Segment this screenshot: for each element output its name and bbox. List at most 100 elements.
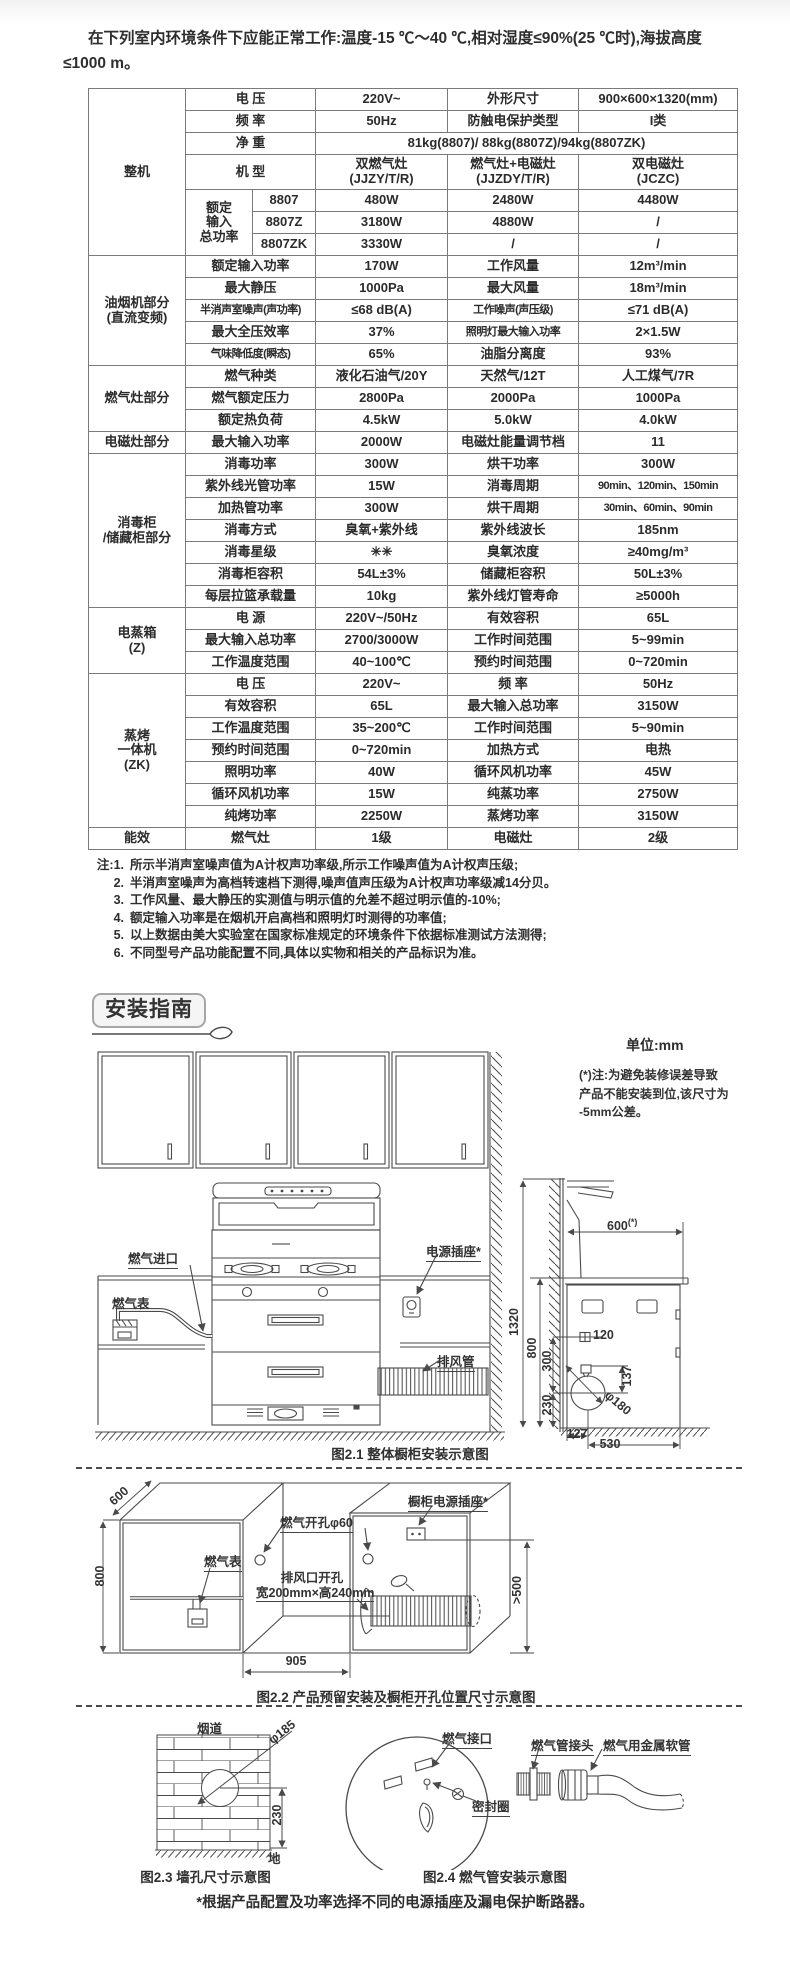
dim-905-label: 905 <box>285 1654 307 1668</box>
spec-cell: 燃气额定压力 <box>185 387 316 410</box>
dim-300-label: 300 <box>540 1350 554 1372</box>
spec-cell: ≥5000h <box>578 585 738 608</box>
spec-cell: 燃气灶 <box>185 827 316 850</box>
gas-meter-label: 燃气表 <box>112 1297 150 1311</box>
spec-cell: 双电磁灶 (JCZC) <box>578 154 738 190</box>
section-label: 燃气灶部分 <box>88 365 186 432</box>
spec-cell: 电热 <box>578 739 738 762</box>
section-label: 油烟机部分 (直流变频) <box>88 255 186 366</box>
spec-cell: 18m³/min <box>578 277 738 300</box>
unit-label: 单位:mm <box>626 1037 684 1053</box>
spec-cell: 65L <box>315 695 448 718</box>
spec-cell: 50L±3% <box>578 563 738 586</box>
spec-cell: 4.5kW <box>315 409 448 432</box>
section-divider <box>76 1705 742 1707</box>
dim-1320-label: 1320 <box>507 1308 521 1336</box>
spec-cell: 185nm <box>578 519 738 542</box>
spec-cell: 电 源 <box>185 607 316 630</box>
gas-inlet-label: 燃气进口 <box>128 1248 179 1269</box>
spec-cell: 储藏柜容积 <box>447 563 579 586</box>
note-item: 4.额定输入功率是在烟机开启高档和照明灯时测得的功率值; <box>90 910 740 928</box>
spec-cell: 5~90min <box>578 717 738 740</box>
spec-cell: 2000Pa <box>447 387 579 410</box>
spec-cell: 3150W <box>578 805 738 828</box>
spec-cell: 油脂分离度 <box>447 343 579 366</box>
spec-cell: 10kg <box>315 585 448 608</box>
section-label: 蒸烤 一体机 (ZK) <box>88 673 186 828</box>
cabinet-socket-label: 橱柜电源插座* <box>408 1491 488 1512</box>
spec-cell: 最大输入总功率 <box>185 629 316 652</box>
spec-cell: 900×600×1320(mm) <box>578 88 738 111</box>
spec-cell: 工作温度范围 <box>185 651 316 674</box>
spec-cell: 8807Z <box>252 211 316 234</box>
spec-cell: 臭氧+紫外线 <box>315 519 448 542</box>
spec-cell: 烘干周期 <box>447 497 579 520</box>
spec-cell: 1级 <box>315 827 448 850</box>
spec-cell: 3180W <box>315 211 448 234</box>
gas-port-label: 燃气接口 <box>442 1728 493 1749</box>
power-socket-label: 电源插座* <box>426 1241 481 1262</box>
spec-cell: 防触电保护类型 <box>447 110 579 133</box>
note-number: 3. <box>113 893 124 908</box>
spec-cell: 循环风机功率 <box>185 783 316 806</box>
spec-cell: 消毒柜容积 <box>185 563 316 586</box>
spec-cell: 2800Pa <box>315 387 448 410</box>
spec-cell: 最大输入功率 <box>185 431 316 454</box>
spec-cell: 照明功率 <box>185 761 316 784</box>
note-item: 2.半消声室噪声为高档转速档下测得,噪声值声压级为A计权声功率级减14分贝。 <box>90 875 740 893</box>
spec-cell: 2750W <box>578 783 738 806</box>
spec-cell: 220V~ <box>315 88 448 111</box>
spec-cell: 4480W <box>578 189 738 212</box>
spec-cell: 35~200℃ <box>315 717 448 740</box>
spec-cell: 220V~ <box>315 673 448 696</box>
section-label: 电蒸箱 (Z) <box>88 607 186 674</box>
section-label: 能效 <box>88 827 186 850</box>
spec-cell: 2250W <box>315 805 448 828</box>
spec-cell: 预约时间范围 <box>185 739 316 762</box>
spec-cell: 工作风量 <box>447 255 579 278</box>
spec-cell: 3330W <box>315 233 448 256</box>
spec-cell: 工作时间范围 <box>447 717 579 740</box>
dim-137-label: 137 <box>620 1365 634 1387</box>
spec-cell: ✳✳ <box>315 541 448 564</box>
ground-label: 地 <box>268 1852 281 1866</box>
tolerance-note: (*)注:为避免装修误差导致 产品不能安装到位,该尺寸为 -5mm公差。 <box>579 1068 729 1120</box>
spec-cell: 12m³/min <box>578 255 738 278</box>
note-text: 以上数据由美大实验室在国家标准规定的环境条件下依据标准测试方法测得; <box>130 928 547 943</box>
fig24-drawing <box>345 1736 684 1870</box>
spec-cell: 双燃气灶 (JJZY/T/R) <box>315 154 448 190</box>
spec-cell: / <box>447 233 579 256</box>
section-label: 消毒柜 /储藏柜部分 <box>88 453 186 608</box>
fig21-caption: 图2.1 整体橱柜安装示意图 <box>331 1447 489 1462</box>
spec-cell: ≥40mg/m³ <box>578 541 738 564</box>
exhaust-duct-label: 排风管 <box>437 1351 475 1372</box>
spec-cell: 电 压 <box>185 673 316 696</box>
dim-gt500-label: >500 <box>510 1575 524 1605</box>
note-number: 注:1. <box>96 858 124 872</box>
fig23-caption: 图2.3 墙孔尺寸示意图 <box>140 1870 271 1885</box>
badge-underline-decoration <box>92 1026 233 1040</box>
spec-cell: 液化石油气/20Y <box>315 365 448 388</box>
spec-cell: 消毒星级 <box>185 541 316 564</box>
spec-cell: 电 压 <box>185 88 316 111</box>
spec-cell: / <box>578 233 738 256</box>
note-text: 额定输入功率是在烟机开启高档和照明灯时测得的功率值; <box>130 910 447 925</box>
spec-cell: 加热方式 <box>447 739 579 762</box>
section-label: 整机 <box>88 88 186 256</box>
note-item: 3.工作风量、最大静压的实测值与明示值的允差不超过明示值的-10%; <box>90 892 740 910</box>
spec-cell: / <box>578 211 738 234</box>
fig24-caption: 图2.4 燃气管安装示意图 <box>422 1870 568 1885</box>
operating-conditions-text: 在下列室内环境条件下应能正常工作:温度-15 ℃～40 ℃,相对湿度≤90%(2… <box>63 30 702 72</box>
spec-cell: 50Hz <box>315 110 448 133</box>
spec-cell: 54L±3% <box>315 563 448 586</box>
spec-cell: ≤71 dB(A) <box>578 299 738 322</box>
spec-cell: 11 <box>578 431 738 454</box>
note-text: 半消声室噪声为高档转速档下测得,噪声值声压级为A计权声功率级减14分贝。 <box>130 875 557 890</box>
spec-cell: 2级 <box>578 827 738 850</box>
spec-cell: 40~100℃ <box>315 651 448 674</box>
spec-cell: 预约时间范围 <box>447 651 579 674</box>
spec-cell: 人工煤气/7R <box>578 365 738 388</box>
spec-cell: 臭氧浓度 <box>447 541 579 564</box>
gas-hole-label: 燃气开孔φ60 <box>280 1512 353 1533</box>
spec-cell: 额定热负荷 <box>185 409 316 432</box>
